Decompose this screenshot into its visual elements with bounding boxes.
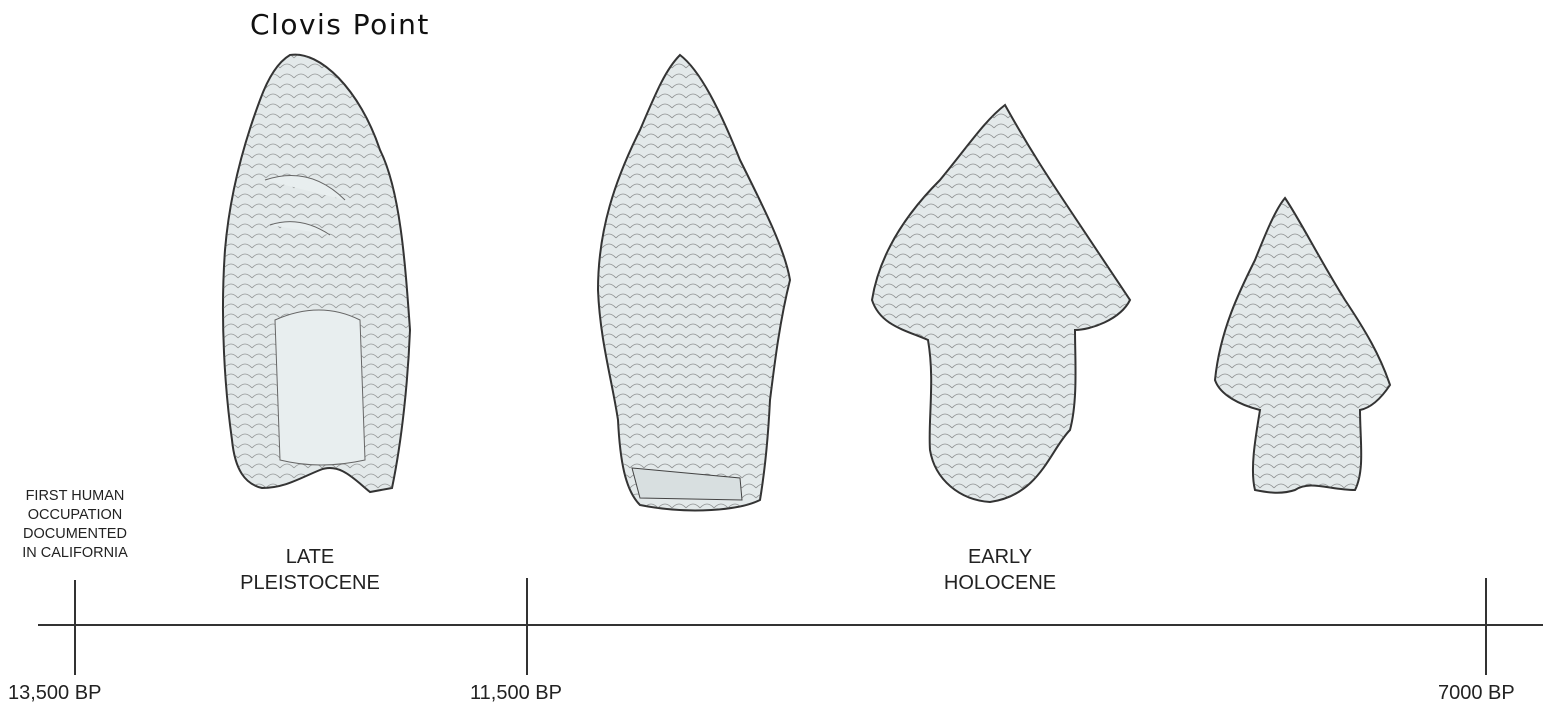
lanceolate-point-icon — [598, 55, 790, 510]
date-13500-label: 13,500 BP — [8, 682, 101, 705]
early-holocene-label: EARLY HOLOCENE — [880, 544, 1120, 596]
stemmed-point-icon — [1215, 198, 1390, 493]
late-pleistocene-label: LATE PLEISTOCENE — [200, 544, 420, 596]
first-occupation-label: FIRST HUMAN OCCUPATION DOCUMENTED IN CAL… — [0, 487, 150, 563]
shouldered-point-icon — [872, 105, 1130, 502]
date-7000-label: 7000 BP — [1438, 682, 1515, 705]
clovis-point-icon — [223, 55, 410, 492]
date-11500-label: 11,500 BP — [470, 682, 562, 705]
